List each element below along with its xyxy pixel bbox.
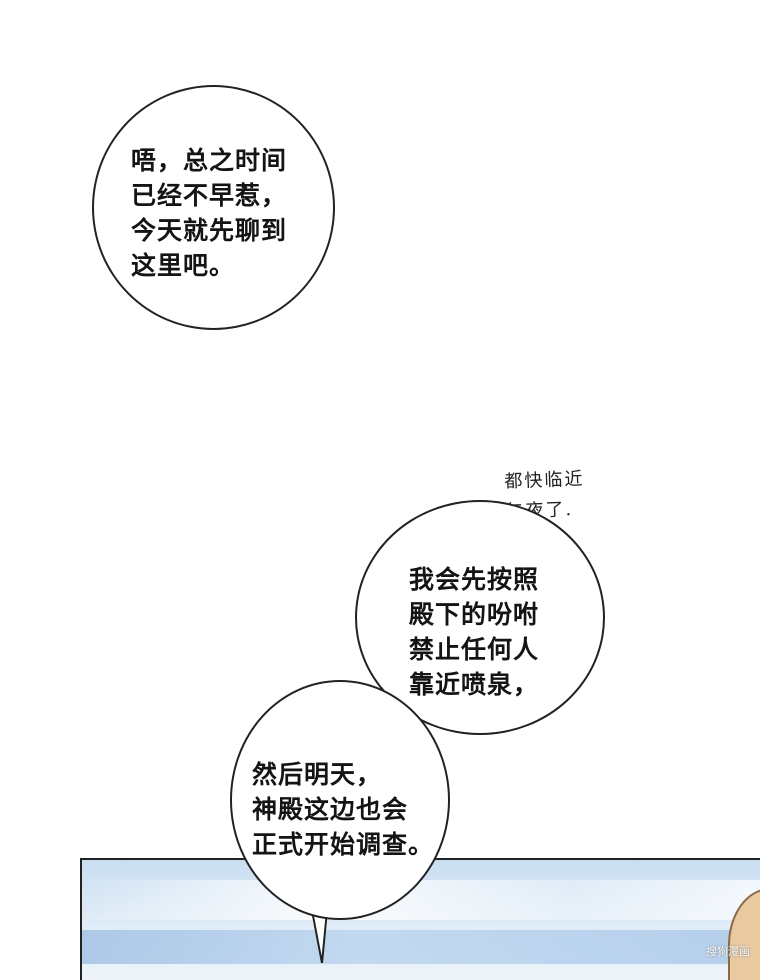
bubble-line: 殿下的吩咐 (409, 600, 540, 629)
bubble-line: 禁止任何人 (409, 635, 540, 664)
panel-blue-band (82, 930, 760, 964)
panel-light-streak (82, 880, 760, 920)
bubble-line: 这里吧。 (131, 251, 236, 280)
speech-bubble-2-text: 我会先按照 殿下的吩咐 禁止任何人 靠近喷泉， (409, 562, 539, 702)
bubble-line: 我会先按照 (409, 565, 540, 594)
speech-bubble-1 (92, 85, 335, 330)
watermark: 搜狗漫画 (706, 945, 750, 958)
bubble-line: 正式开始调查。 (252, 830, 435, 859)
bubble-line: 已经不早惹， (131, 181, 288, 210)
bubble-line: 然后明天， (252, 760, 383, 789)
side-note-line: 都快临近 (504, 468, 585, 493)
speech-bubble-3-text: 然后明天， 神殿这边也会 正式开始调查。 (252, 757, 434, 862)
speech-bubble-2 (355, 500, 605, 735)
speech-bubble-3 (230, 680, 450, 920)
speech-bubble-1-text: 唔，总之时间 已经不早惹， 今天就先聊到 这里吧。 (131, 143, 287, 283)
bubble-line: 今天就先聊到 (131, 216, 288, 245)
bubble-line: 唔，总之时间 (131, 146, 288, 175)
bubble-line: 神殿这边也会 (252, 795, 409, 824)
bubble-line: 靠近喷泉， (409, 670, 540, 699)
